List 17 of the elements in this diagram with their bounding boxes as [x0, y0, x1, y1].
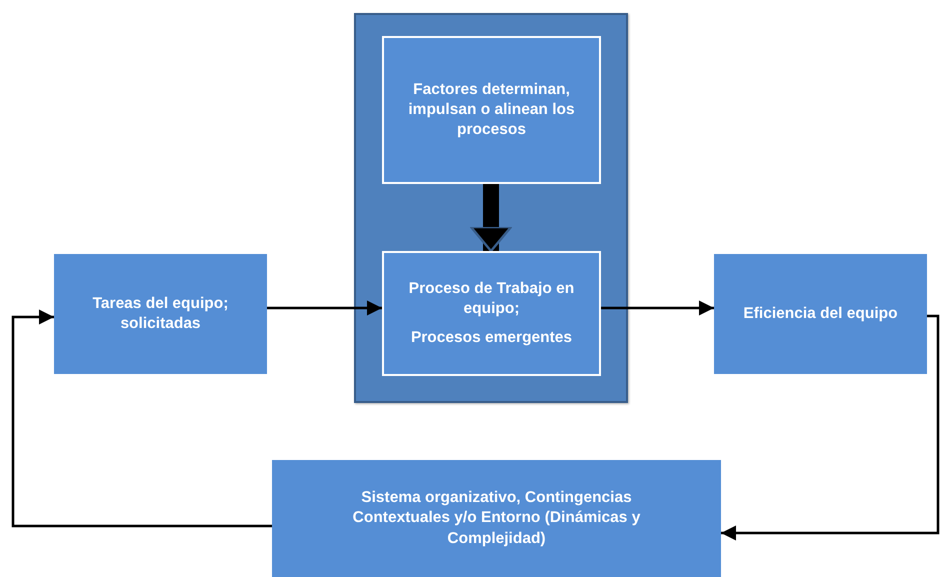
box-text: Proceso de Trabajo en equipo; — [408, 279, 576, 320]
group-panel — [354, 13, 628, 403]
box-text: Factores determinan, impulsan o alinean los procesos — [407, 80, 576, 140]
process-box — [272, 460, 721, 577]
arrow — [12, 310, 272, 528]
box-text: Eficiencia del equipo — [742, 304, 899, 324]
process-box — [382, 251, 601, 376]
box-text: Tareas del equipo; solicitadas — [92, 294, 230, 334]
box-text: Sistema organizativo, Contingencias Contextuales y/o Entorno (Dinámicas y Complejidad) — [352, 488, 642, 549]
arrow — [601, 300, 714, 316]
process-box — [714, 254, 927, 374]
box-text: Procesos emergentes — [410, 328, 574, 348]
arrow — [721, 314, 940, 540]
block-arrow — [470, 184, 512, 252]
process-box — [382, 36, 601, 184]
arrow — [267, 300, 382, 316]
process-box — [54, 254, 267, 374]
